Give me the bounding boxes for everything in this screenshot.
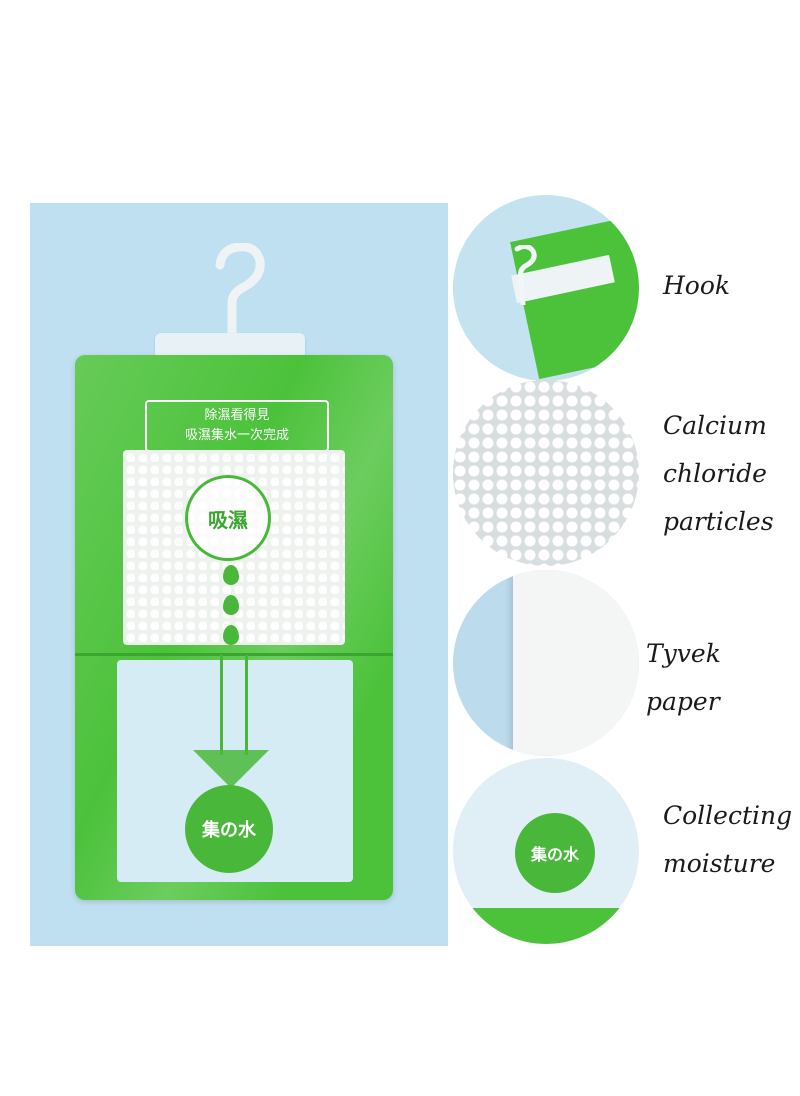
drop-icon <box>223 595 239 615</box>
bag-label-line2: 吸濕集水一次完成 <box>184 428 289 443</box>
tyvek-icon <box>513 570 639 756</box>
absorb-badge: 吸濕 <box>185 475 271 561</box>
label-tyvek: Tyvek paper <box>646 639 721 716</box>
dehumidifier-bag: 除濕看得見 吸濕集水一次完成 吸濕 集の水 <box>75 355 393 900</box>
label-particles: Calcium chloride particles <box>663 411 774 536</box>
drop-icon <box>223 625 239 645</box>
bag-seam <box>75 653 393 656</box>
detail-tyvek <box>453 570 639 756</box>
hook-icon <box>514 245 537 305</box>
label-hook: Hook <box>663 271 731 300</box>
bag-label-line1: 除濕看得見 <box>204 408 270 423</box>
particles-icon <box>453 380 639 566</box>
detail-hook <box>453 195 639 381</box>
detail-collect: 集の水 <box>453 758 639 944</box>
product-panel: 除濕看得見 吸濕集水一次完成 吸濕 集の水 <box>30 203 448 946</box>
collect-badge: 集の水 <box>185 785 273 873</box>
label-collecting: Collecting moisture <box>663 801 793 878</box>
arrow-stem <box>220 655 248 755</box>
bag-label: 除濕看得見 吸濕集水一次完成 <box>145 400 329 452</box>
hanger-hook-icon <box>215 243 265 363</box>
drop-icon <box>223 565 239 585</box>
arrow-down-icon <box>193 750 269 788</box>
collect-icon: 集の水 <box>515 813 595 893</box>
